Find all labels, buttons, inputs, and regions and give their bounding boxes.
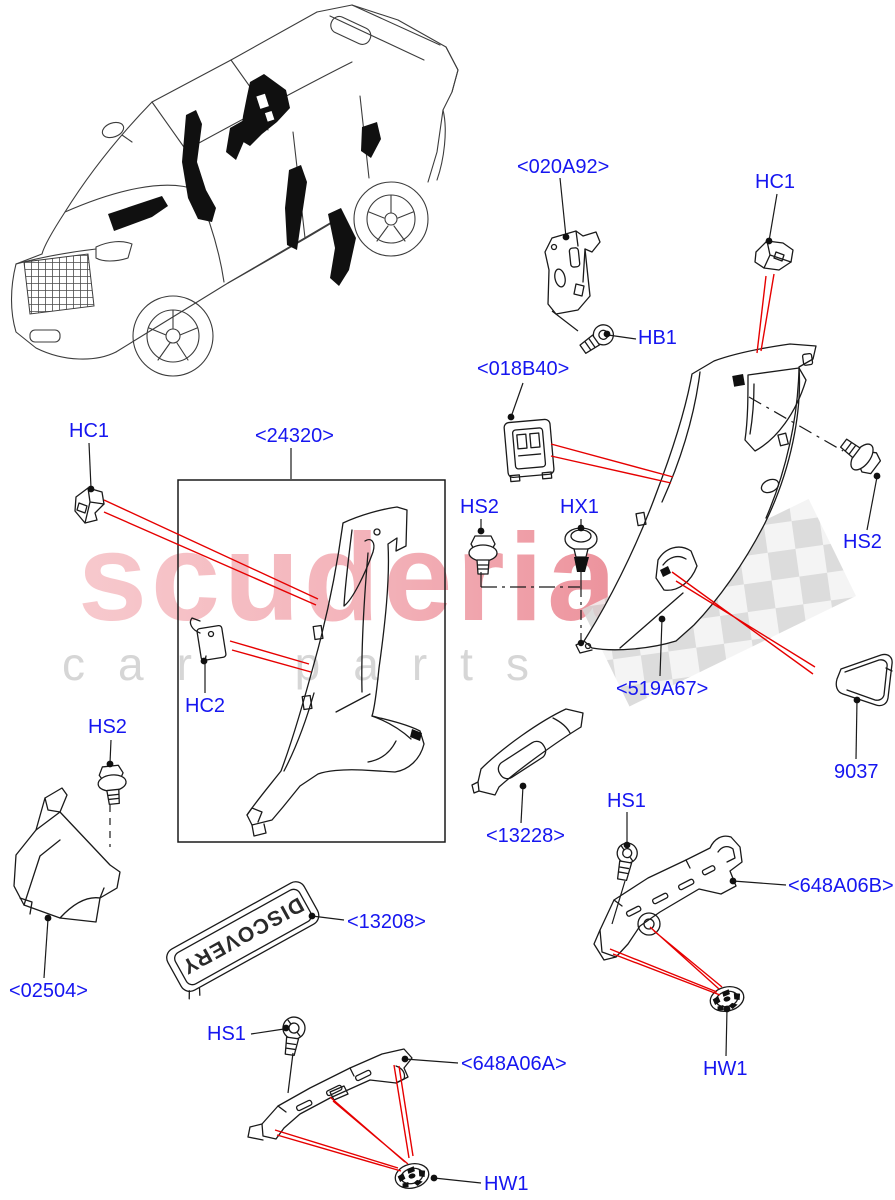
screw-HS2-right bbox=[839, 438, 882, 475]
part-label-13208[interactable]: <13208> bbox=[347, 911, 426, 933]
part-label-HW1-right[interactable]: HW1 bbox=[703, 1058, 748, 1080]
screw-HS2-mid bbox=[468, 535, 498, 575]
red-reference-lines bbox=[103, 273, 816, 1172]
part-label-HC1-top[interactable]: HC1 bbox=[755, 171, 796, 193]
part-label-648A06A[interactable]: <648A06A> bbox=[461, 1053, 567, 1075]
clip-HC1-top bbox=[754, 240, 794, 271]
cover-9037 bbox=[835, 653, 893, 707]
clip-HC1-left bbox=[74, 487, 105, 524]
checkered-flag-watermark bbox=[582, 498, 856, 707]
part-label-HX1[interactable]: HX1 bbox=[560, 496, 599, 518]
part-label-020A92[interactable]: <020A92> bbox=[517, 156, 610, 178]
bezel-018B40 bbox=[503, 418, 555, 483]
group-box-24320 bbox=[177, 479, 446, 843]
bolt-HB1 bbox=[579, 324, 615, 354]
part-label-HW1-bottom[interactable]: HW1 bbox=[484, 1173, 529, 1195]
part-label-519A67[interactable]: <519A67> bbox=[616, 678, 709, 700]
part-label-9037[interactable]: 9037 bbox=[834, 761, 879, 783]
bracket-648A06B bbox=[593, 835, 743, 961]
part-label-HC1-left[interactable]: HC1 bbox=[69, 420, 110, 442]
plug-HX1 bbox=[564, 527, 598, 572]
part-label-HS1-bottom[interactable]: HS1 bbox=[207, 1023, 246, 1045]
part-label-HS2-mid[interactable]: HS2 bbox=[460, 496, 499, 518]
vehicle-locator-drawing bbox=[11, 4, 459, 377]
part-label-24320[interactable]: <24320> bbox=[255, 425, 334, 447]
part-label-648A06B[interactable]: <648A06B> bbox=[788, 875, 894, 897]
b-pillar-trim-panel bbox=[246, 506, 425, 837]
rear-scuff-plate-13228 bbox=[471, 708, 584, 796]
part-label-02504[interactable]: <02504> bbox=[9, 980, 88, 1002]
part-label-018B40[interactable]: <018B40> bbox=[477, 358, 570, 380]
front-sill-plate-13208: DISCOVERY bbox=[166, 881, 320, 1000]
bracket-648A06A bbox=[247, 1048, 413, 1141]
screw-HS2-left bbox=[97, 764, 127, 806]
c-pillar-trim-panel bbox=[575, 343, 817, 654]
leader-lines bbox=[43, 177, 881, 1184]
screw-HS1-bottom bbox=[282, 1016, 306, 1057]
part-label-HB1[interactable]: HB1 bbox=[638, 327, 677, 349]
part-label-HC2[interactable]: HC2 bbox=[185, 695, 226, 717]
clip-HC2 bbox=[189, 617, 227, 662]
cowl-side-trim-02504 bbox=[13, 787, 121, 923]
part-label-HS1-right[interactable]: HS1 bbox=[607, 790, 646, 812]
part-label-13228[interactable]: <13228> bbox=[486, 825, 565, 847]
bracket-020A92 bbox=[544, 230, 601, 332]
part-label-HS2-right[interactable]: HS2 bbox=[843, 531, 882, 553]
washer-HW1-bottom bbox=[394, 1163, 430, 1189]
part-label-HS2-left[interactable]: HS2 bbox=[88, 716, 127, 738]
screw-HS1-right bbox=[616, 842, 638, 882]
